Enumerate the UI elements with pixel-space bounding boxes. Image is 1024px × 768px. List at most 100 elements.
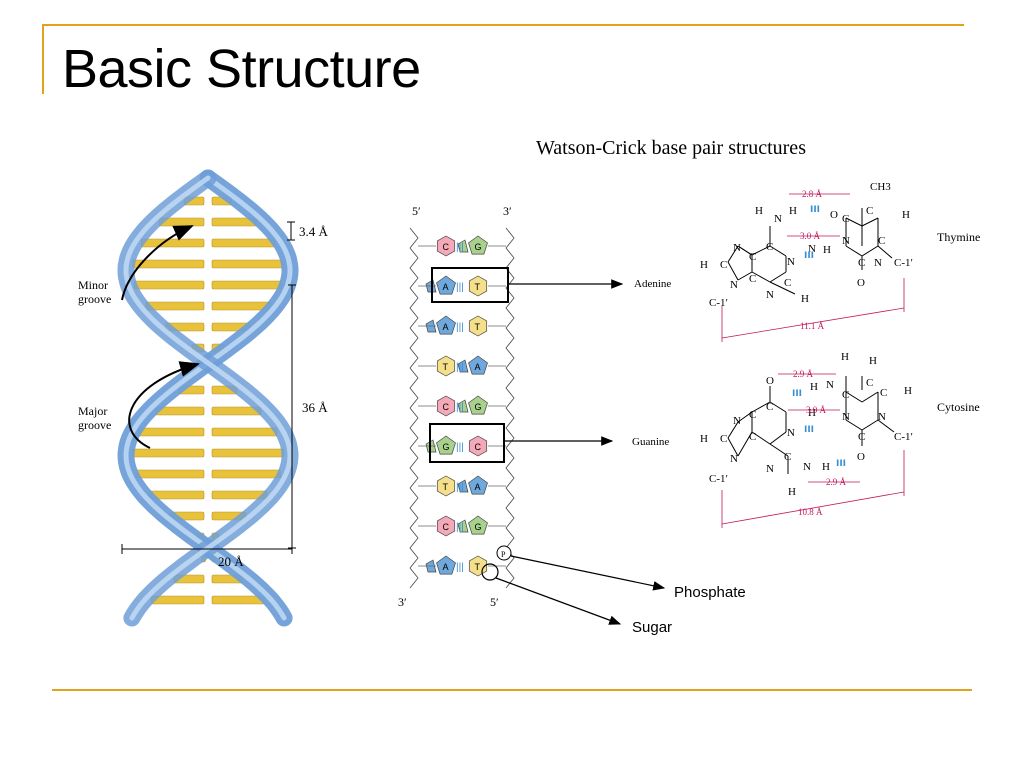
atom-g-n2: N xyxy=(787,427,795,439)
width-marker: 20 Å xyxy=(121,544,293,569)
hydrogen-bond: ||| xyxy=(456,522,464,533)
atom-a-n1: N xyxy=(774,213,782,225)
svg-text:P: P xyxy=(501,550,506,559)
bottom-accent-rule xyxy=(52,689,972,691)
minor-groove-label-line2: groove xyxy=(78,292,111,306)
guanine-callout-label: Guanine xyxy=(632,436,669,448)
hydrogen-bond: ||| xyxy=(456,402,464,413)
base-c: C xyxy=(468,435,488,457)
rise-label: 3.4 Å xyxy=(299,224,329,239)
sugar-marker xyxy=(481,563,499,581)
atom-c-h4: H xyxy=(808,407,816,419)
phosphate-callout-label: Phosphate xyxy=(674,584,746,601)
svg-text:C: C xyxy=(443,402,450,412)
phosphate-callout-arrow xyxy=(510,555,666,591)
atom-c-c4: C xyxy=(858,431,865,443)
gc-pair-structure: O H C N C C N N H C C-1′ C N N H H H xyxy=(700,351,980,528)
atom-a-h3: H xyxy=(700,259,708,271)
base-t: T xyxy=(436,475,456,497)
atom-g-c4: C xyxy=(720,433,727,445)
helix-base-rung xyxy=(211,238,275,248)
atom-a-n2: N xyxy=(733,242,741,254)
helix-base-rung xyxy=(211,427,278,437)
base-a: A xyxy=(457,355,488,375)
strand-end-bottom-left: 3′ xyxy=(398,595,407,609)
atom-t-ch3: CH3 xyxy=(870,181,891,193)
guanine-pair-highlight xyxy=(429,423,505,463)
svg-text:G: G xyxy=(475,242,482,252)
base-g: G xyxy=(457,515,488,535)
helix-strand-highlight xyxy=(123,175,293,621)
atom-g-c3: C xyxy=(749,431,756,443)
helix-base-rung xyxy=(151,595,205,605)
svg-text:C: C xyxy=(443,242,450,252)
pitch-label: 36 Å xyxy=(302,400,328,415)
strand-end-top-left: 5′ xyxy=(412,204,421,218)
atom-t-c3: C xyxy=(878,235,885,247)
base-g: G xyxy=(457,395,488,415)
base-t: T xyxy=(436,355,456,377)
gc-distance-2: 3.0 Å xyxy=(806,405,827,415)
atom-t-c4: C xyxy=(858,257,865,269)
atom-g-c5: C xyxy=(784,451,791,463)
atom-t-n2: N xyxy=(874,257,882,269)
svg-text:A: A xyxy=(475,482,481,492)
at-pair-structure: H N H C N C N H C C N C N H C-1′ N CH3 xyxy=(700,181,980,342)
atom-t-o2: O xyxy=(857,277,865,289)
atom-a-n4: N xyxy=(766,289,774,301)
base-pair-structures: Watson-Crick base pair structures xyxy=(536,137,980,528)
atom-c-h1: H xyxy=(841,351,849,363)
atom-t-c1: C xyxy=(842,213,849,225)
helix-base-rung xyxy=(211,301,271,311)
at-distance-2: 3.0 Å xyxy=(800,231,821,241)
svg-text:T: T xyxy=(475,282,481,292)
atom-t-h1: H xyxy=(902,209,910,221)
atom-a-c4: C xyxy=(749,273,756,285)
hydrogen-bond: ||| xyxy=(456,482,464,493)
atom-a-n5: N xyxy=(730,279,738,291)
pitch-marker: 36 Å xyxy=(288,284,328,549)
gc-distance-4: 10.8 Å xyxy=(798,507,823,517)
atom-c-n3: N xyxy=(878,411,886,423)
base-g: G xyxy=(457,235,488,255)
atom-c-n2: N xyxy=(842,411,850,423)
atom-a-h1: H xyxy=(755,205,763,217)
atom-g-o1: O xyxy=(766,375,774,387)
sugar-callout-label: Sugar xyxy=(632,619,672,636)
atom-c-c3: C xyxy=(880,387,887,399)
helix-base-rung xyxy=(145,301,205,311)
svg-text:T: T xyxy=(443,362,449,372)
atom-c-n1: N xyxy=(826,379,834,391)
atom-g-n3: N xyxy=(730,453,738,465)
helix-base-rung xyxy=(141,238,205,248)
atom-g-c1prime: C-1′ xyxy=(709,473,728,485)
hydrogen-bond: ||| xyxy=(456,322,464,333)
adenine-pair-highlight xyxy=(431,267,509,303)
base-a: A xyxy=(425,555,456,575)
atom-t-c1prime: C-1′ xyxy=(894,257,913,269)
base-a: A xyxy=(425,315,456,335)
slide-title: Basic Structure xyxy=(62,39,421,99)
left-accent-rule xyxy=(42,24,44,94)
helix-strands xyxy=(117,169,299,627)
atom-a-c1: C xyxy=(766,241,773,253)
svg-text:A: A xyxy=(443,322,449,332)
hydrogen-bond: ||| xyxy=(456,242,464,253)
base-a: A xyxy=(425,275,456,295)
svg-text:A: A xyxy=(475,362,481,372)
atom-a-n3: N xyxy=(787,256,795,268)
base-t: T xyxy=(468,315,488,337)
base-c: C xyxy=(436,235,456,257)
atom-c-c1prime: C-1′ xyxy=(894,431,913,443)
atom-a-h4: H xyxy=(801,293,809,305)
major-groove-label-line2: groove xyxy=(78,418,111,432)
atom-c-o1: O xyxy=(857,451,865,463)
svg-text:ııı: ııı xyxy=(792,385,802,399)
helix-base-rung xyxy=(211,469,281,479)
atom-g-n4: N xyxy=(766,463,774,475)
atom-g-h2: H xyxy=(700,433,708,445)
helix-base-rung xyxy=(211,280,283,290)
at-distance-1: 2.8 Å xyxy=(802,189,823,199)
